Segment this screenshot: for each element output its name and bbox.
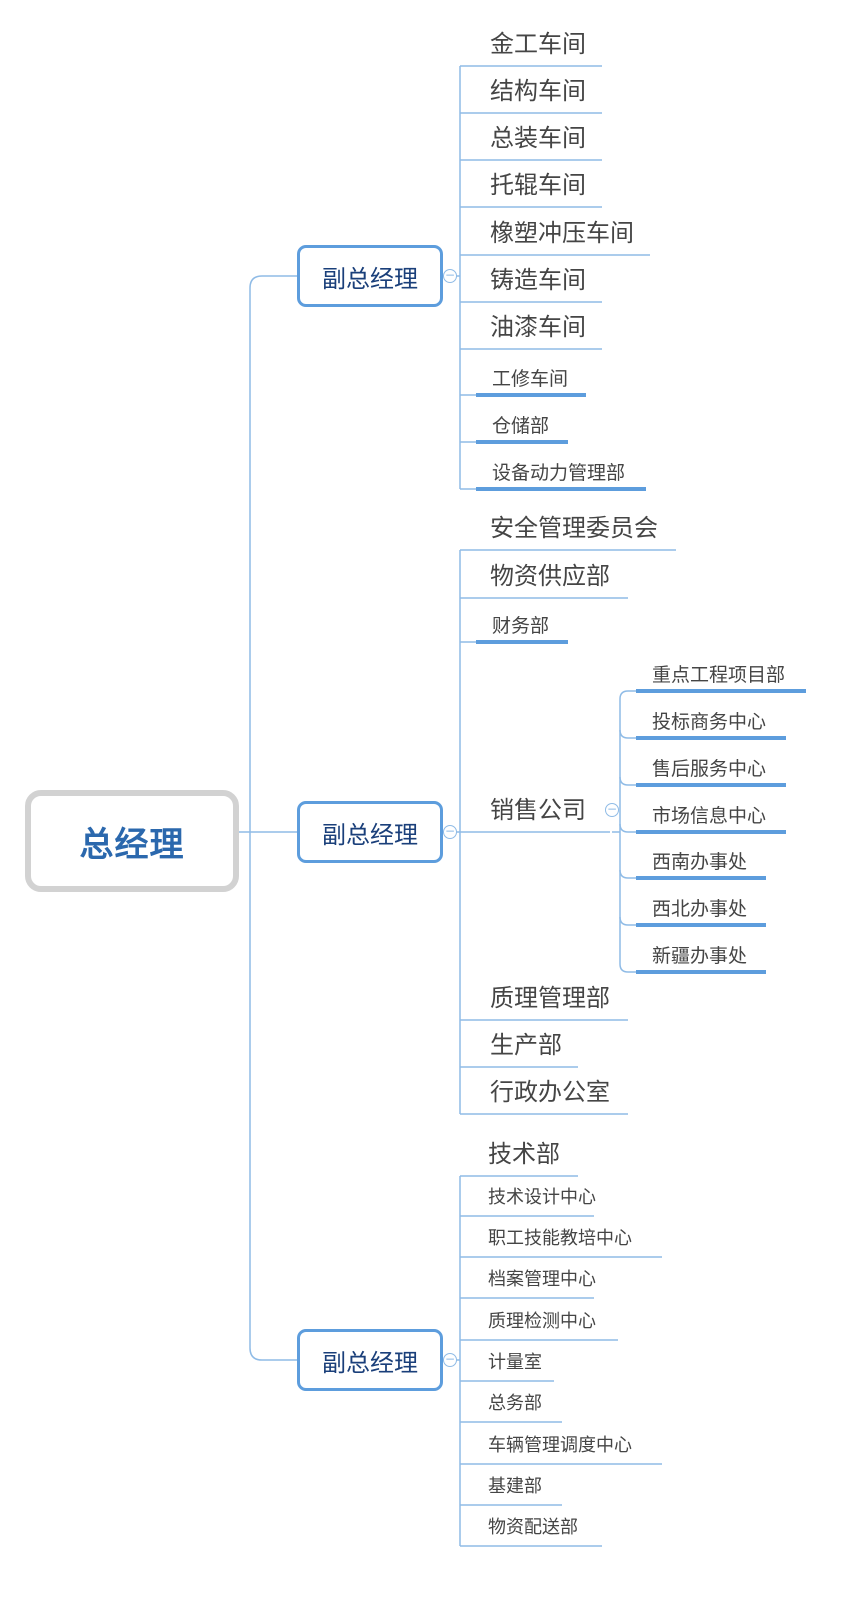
leaf-node[interactable]: 职工技能教培中心	[488, 1228, 632, 1249]
leaf-node[interactable]: 质理检测中心	[488, 1311, 596, 1332]
sub-branch-curve	[619, 776, 629, 786]
branch-connector	[249, 275, 297, 289]
leaf-node[interactable]: 托辊车间	[490, 171, 586, 199]
leaf-node[interactable]: 结构车间	[490, 77, 586, 105]
branch-node-label: 副总经理	[322, 264, 418, 293]
leaf-node[interactable]: 西北办事处	[652, 898, 748, 920]
leaf-node[interactable]: 总务部	[488, 1393, 542, 1414]
sub-branch-curve	[619, 869, 629, 879]
leaf-node[interactable]: 计量室	[488, 1352, 542, 1373]
leaf-node[interactable]: 仓储部	[492, 415, 550, 437]
sub-spine	[619, 832, 629, 973]
leaf-node[interactable]: 西南办事处	[652, 851, 748, 873]
branch-node-label: 副总经理	[322, 820, 418, 849]
leaf-node[interactable]: 投标商务中心	[652, 711, 767, 733]
leaf-node[interactable]: 重点工程项目部	[652, 664, 786, 686]
leaf-node[interactable]: 质理管理部	[490, 984, 610, 1012]
leaf-node[interactable]: 油漆车间	[490, 313, 586, 341]
collapse-toggle-icon[interactable]: −	[605, 802, 619, 817]
branch-connector	[249, 1347, 297, 1361]
leaf-node[interactable]: 设备动力管理部	[492, 462, 626, 484]
leaf-node[interactable]: 工修车间	[492, 368, 569, 390]
leaf-node[interactable]: 铸造车间	[490, 266, 586, 294]
leaf-node[interactable]: 销售公司	[490, 796, 586, 824]
root-node-label: 总经理	[79, 824, 185, 865]
leaf-node[interactable]: 新疆办事处	[652, 945, 748, 967]
sub-branch-curve	[619, 823, 629, 833]
leaf-node[interactable]: 橡塑冲压车间	[490, 219, 634, 247]
leaf-node[interactable]: 财务部	[492, 615, 550, 637]
collapse-toggle-icon[interactable]: −	[443, 1352, 457, 1367]
leaf-node[interactable]: 安全管理委员会	[490, 514, 658, 542]
collapse-toggle-icon[interactable]: −	[443, 824, 457, 839]
sub-branch-curve	[619, 916, 629, 926]
leaf-node[interactable]: 市场信息中心	[652, 805, 767, 827]
leaf-node[interactable]: 基建部	[488, 1476, 542, 1497]
root-node[interactable]: 总经理	[25, 790, 239, 892]
leaf-node[interactable]: 售后服务中心	[652, 758, 767, 780]
leaf-node[interactable]: 行政办公室	[490, 1078, 610, 1106]
sub-branch-curve	[619, 729, 629, 739]
leaf-node[interactable]: 物资配送部	[488, 1517, 578, 1538]
branch-node-vice-gm[interactable]: 副总经理	[297, 245, 443, 307]
collapse-toggle-icon[interactable]: −	[443, 268, 457, 283]
leaf-node[interactable]: 技术部	[488, 1140, 560, 1168]
sub-spine	[619, 690, 629, 832]
branch-node-vice-gm[interactable]: 副总经理	[297, 1329, 443, 1391]
leaf-node[interactable]: 总装车间	[490, 124, 586, 152]
leaf-node[interactable]: 生产部	[490, 1031, 562, 1059]
leaf-node[interactable]: 物资供应部	[490, 562, 610, 590]
leaf-node[interactable]: 档案管理中心	[488, 1269, 596, 1290]
branch-node-label: 副总经理	[322, 1348, 418, 1377]
leaf-node[interactable]: 金工车间	[490, 30, 586, 58]
leaf-node[interactable]: 车辆管理调度中心	[488, 1435, 632, 1456]
leaf-node[interactable]: 技术设计中心	[488, 1187, 596, 1208]
branch-node-vice-gm[interactable]: 副总经理	[297, 801, 443, 863]
